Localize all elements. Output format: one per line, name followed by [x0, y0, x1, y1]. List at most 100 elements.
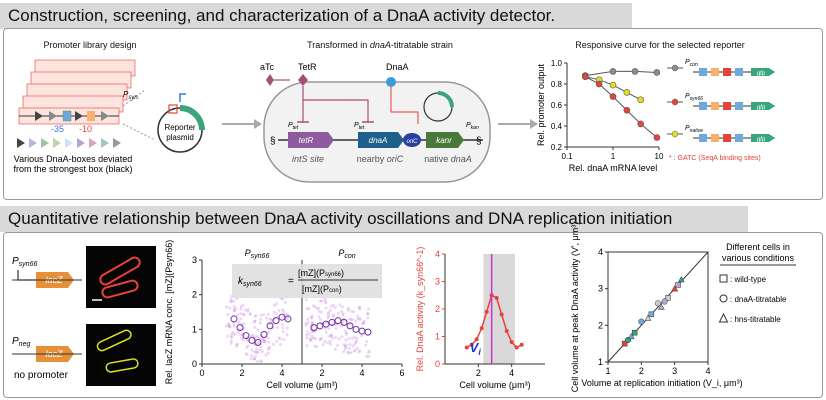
cloud-point	[278, 342, 282, 346]
y-tick-label: 3	[435, 277, 440, 287]
dnaa-box-triangles	[17, 138, 121, 148]
svg-text:Psyn66: Psyn66	[12, 256, 37, 268]
cloud-point	[281, 315, 285, 319]
cloud-point	[236, 313, 240, 317]
cloud-point	[366, 311, 370, 315]
site-ints: intS site	[292, 154, 324, 164]
cloud-point	[275, 339, 279, 343]
x-axis-label: Cell volume (μm³)	[266, 380, 337, 390]
cloud-point	[320, 337, 324, 341]
kanr-gene	[426, 132, 464, 148]
y-tick-label: 0.8	[551, 80, 563, 89]
cloud-point	[324, 301, 328, 305]
cloud-point	[347, 337, 351, 341]
cloud-point	[258, 336, 262, 340]
cloud-point	[253, 350, 257, 354]
cloud-point	[326, 312, 330, 316]
cloud-point	[348, 317, 352, 321]
cloud-point	[315, 306, 319, 310]
cloud-point	[357, 317, 361, 321]
cloud-point	[228, 306, 232, 310]
cloud-point	[227, 324, 231, 328]
activity-point	[509, 340, 514, 344]
svg-text:kanr: kanr	[436, 136, 452, 145]
cloud-point	[259, 313, 263, 317]
cloud-point	[255, 335, 259, 339]
cloud-point	[262, 339, 266, 343]
titratable-strain-diagram: aTc TetR DnaA tetR dnaA oriC kanr Ptet P…	[260, 62, 491, 183]
cloud-point	[266, 312, 270, 316]
cloud-point	[329, 333, 333, 337]
cloud-point	[358, 305, 362, 309]
cloud-point	[239, 333, 243, 337]
legend-circle-icon	[719, 294, 728, 303]
cloud-point	[305, 333, 309, 337]
y-tick-label: 3	[598, 284, 603, 294]
cloud-point	[235, 342, 239, 346]
cloud-point	[353, 335, 357, 339]
activity-point	[469, 342, 474, 347]
cloud-point	[317, 310, 321, 314]
cloud-point	[305, 344, 309, 348]
cloud-point	[310, 334, 314, 338]
cloud-point	[253, 357, 257, 361]
cloud-point	[309, 315, 313, 319]
cloud-point	[340, 305, 344, 309]
cloud-point	[254, 314, 258, 318]
cloud-point	[304, 323, 308, 327]
promoter-element	[699, 68, 707, 76]
cloud-point	[340, 310, 344, 314]
cloud-point	[286, 312, 290, 316]
x-tick-label: 10	[655, 152, 664, 161]
y-tick-label: 1	[598, 357, 603, 367]
promoter-element	[699, 134, 707, 142]
point-wild-type	[675, 282, 681, 288]
cloud-point	[259, 360, 263, 364]
cloud-point	[265, 316, 269, 320]
cloud-point	[267, 340, 271, 344]
cloud-point	[329, 304, 333, 308]
svg-text:Ptet: Ptet	[288, 122, 299, 131]
cloud-point	[367, 354, 371, 358]
svg-text:Pkan: Pkan	[466, 122, 479, 131]
svg-text:DnaA: DnaA	[386, 62, 409, 72]
cloud-point	[318, 338, 322, 342]
cloud-point	[358, 317, 362, 321]
cloud-point	[362, 319, 366, 323]
promoter-element	[723, 68, 731, 76]
cloud-point	[343, 347, 347, 351]
y-tick-label: 2	[435, 304, 440, 314]
cloud-point	[235, 343, 239, 347]
cloud-point	[262, 313, 266, 317]
point-syn66	[284, 315, 292, 323]
cloud-point	[343, 329, 347, 333]
cloud-point	[351, 344, 355, 348]
y-tick-label: 0	[435, 359, 440, 369]
cloud-point	[256, 328, 260, 332]
cloud-point	[358, 349, 362, 353]
formula-den: [mZ](Pcon)	[302, 284, 342, 294]
cloud-point	[248, 313, 252, 317]
cloud-point	[310, 330, 314, 334]
y-tick-label: 1.0	[551, 59, 563, 68]
legend-square-icon	[719, 274, 728, 283]
atc-icon	[266, 74, 274, 86]
cloud-point	[304, 321, 308, 325]
cloud-point	[246, 308, 250, 312]
formula-num: [mZ](Psyn66)	[298, 268, 344, 278]
cloud-point	[245, 346, 249, 350]
cloud-point	[254, 354, 258, 358]
cloud-point	[341, 312, 345, 316]
cloud-point	[327, 310, 331, 314]
cloud-point	[237, 320, 241, 324]
cloud-point	[233, 333, 237, 337]
cloud-point	[285, 326, 289, 330]
point-Psyn66	[609, 93, 617, 100]
cloud-point	[240, 336, 244, 340]
formula-eq: =	[288, 276, 294, 287]
x-axis-label: Volume at replication initiation (V_i, μ…	[581, 378, 742, 388]
activity-point	[514, 345, 519, 350]
point-Pnative	[623, 89, 631, 96]
cloud-point	[232, 309, 236, 313]
site-dnaa: native dnaA	[424, 154, 472, 164]
